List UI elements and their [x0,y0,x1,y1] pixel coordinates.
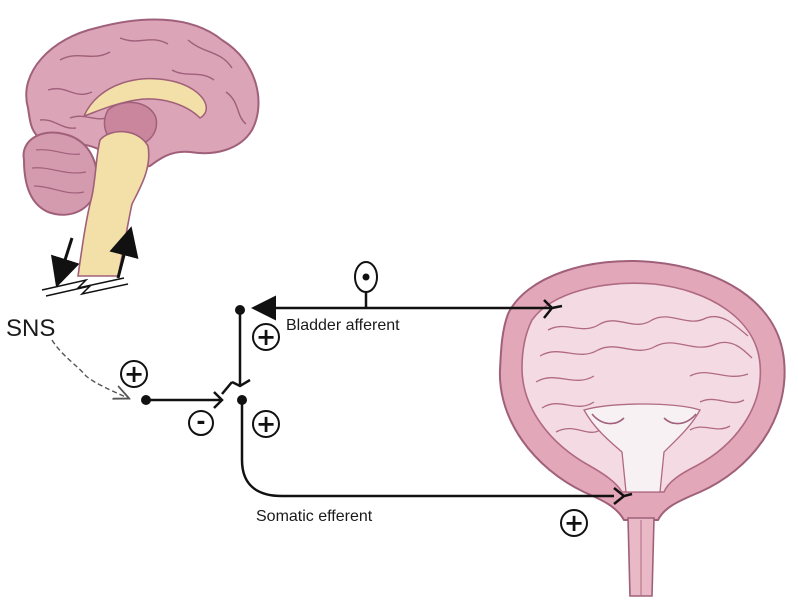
afferent-excitatory-sign: + [252,323,280,351]
sns-excitatory-sign: + [120,360,148,388]
afferent-ending [543,299,563,319]
ureteric-orifice-left [591,413,625,425]
brain-gyri [39,37,247,129]
sns-arrow [51,339,128,398]
trigone [583,403,701,493]
inhibitory-sign: - [188,410,214,436]
ganglion-nucleus [362,273,370,281]
descending-arrow [50,237,80,288]
cerebellum-folia [31,149,87,194]
bladder-afferent-label: Bladder afferent [286,317,400,334]
ascending-arrow [109,226,139,279]
sphincter-terminal [613,487,633,505]
ureteric-orifice-right [663,413,697,425]
sphincter-excitatory-sign: + [560,509,588,537]
somatic-excitatory-sign: + [252,410,280,438]
bladder-lumen [521,282,762,493]
somatic-efferent-label: Somatic efferent [256,508,373,525]
brain-illustration [22,18,260,297]
bladder-rugae [535,315,753,433]
somatic-efferent-fiber [240,400,614,498]
interneuron-terminal [221,378,251,395]
bladder-illustration [498,259,786,597]
sns-label: SNS [6,315,56,342]
neural-circuit [141,261,633,505]
